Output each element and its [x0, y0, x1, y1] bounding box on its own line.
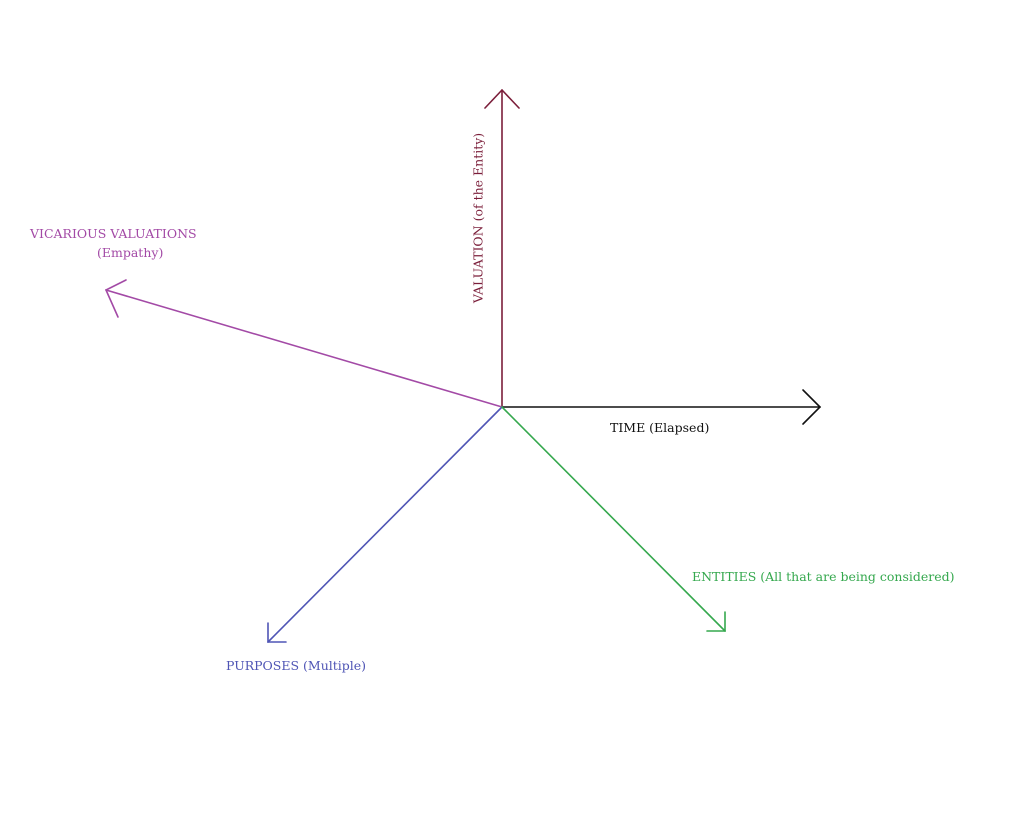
purposes-axis-arrow	[267, 406, 503, 643]
entities-axis-arrow	[501, 406, 726, 632]
vicarious-axis-arrow	[104, 279, 503, 408]
time-axis-arrow	[501, 389, 822, 425]
vicarious-axis-sublabel: (Empathy)	[97, 245, 164, 260]
entities-axis-label: ENTITIES (All that are being considered)	[692, 569, 955, 584]
time-axis-label: TIME (Elapsed)	[610, 420, 710, 435]
valuation-axis-arrow	[484, 88, 520, 408]
valuation-axis-label: VALUATION (of the Entity)	[470, 132, 486, 304]
vicarious-axis-label: VICARIOUS VALUATIONS	[30, 226, 197, 241]
purposes-axis-label: PURPOSES (Multiple)	[226, 658, 367, 673]
